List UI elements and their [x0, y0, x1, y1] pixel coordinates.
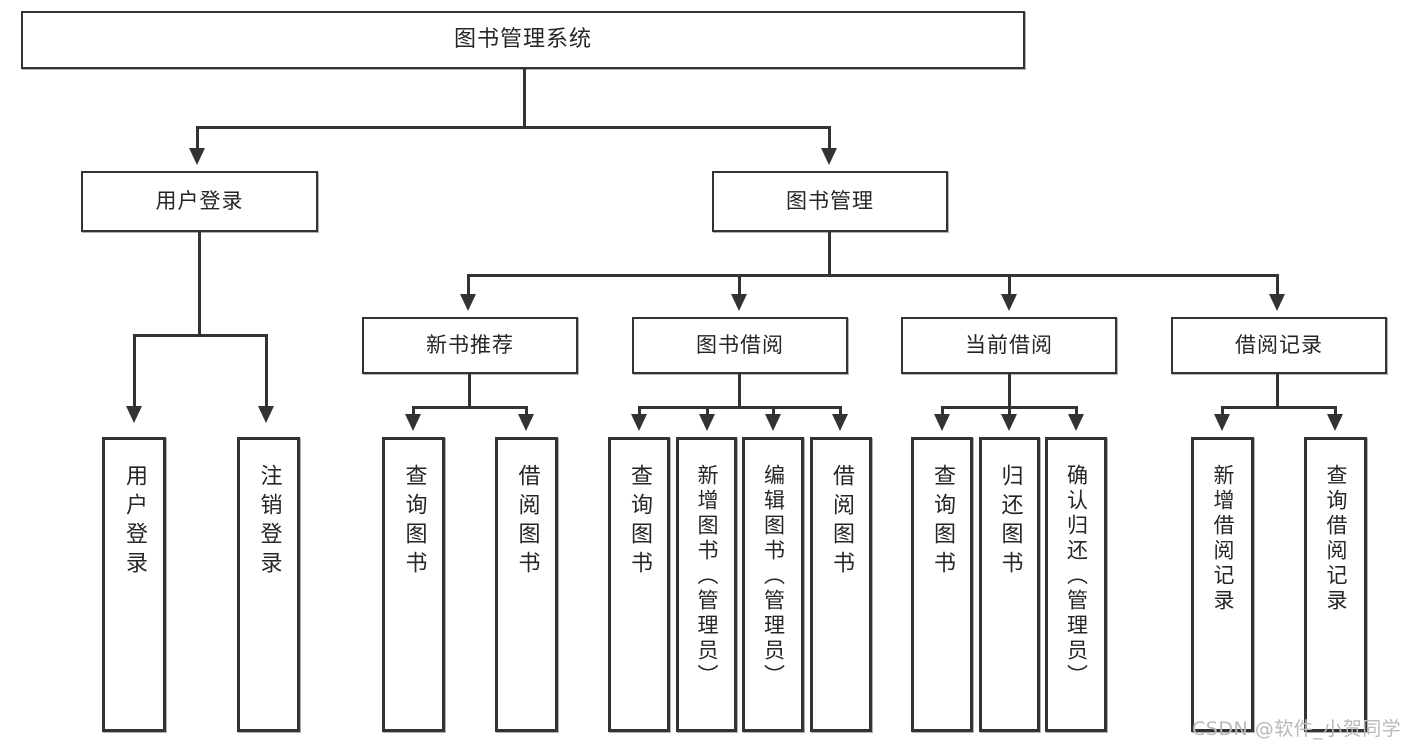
arrowhead-borrow-record — [1269, 294, 1285, 311]
arrowhead-br-add-record — [1214, 414, 1230, 431]
connector-cb-to-leaf-1 — [941, 406, 944, 418]
node-leaf-cb-query-book[interactable]: 查询图书 — [911, 437, 973, 732]
node-leaf-br-add-record[interactable]: 新增借阅记录 — [1191, 437, 1254, 732]
node-label: 查询图书 — [401, 464, 427, 580]
connector-bm-to-borrow-record — [1276, 274, 1279, 296]
node-leaf-logout[interactable]: 注销登录 — [237, 437, 300, 732]
node-current-borrow[interactable]: 当前借阅 — [901, 317, 1117, 374]
arrowhead-bb-query-book — [631, 414, 647, 431]
node-label: 新增借阅记录 — [1211, 464, 1235, 614]
node-leaf-nbr-query-book[interactable]: 查询图书 — [382, 437, 445, 732]
node-label: 编辑图书（管理员） — [761, 464, 786, 689]
node-label: 借阅记录 — [1235, 333, 1323, 358]
node-label: 图书管理 — [786, 189, 874, 214]
node-new-book-recommend[interactable]: 新书推荐 — [362, 317, 578, 374]
connector-bm-to-book-borrow — [738, 274, 741, 296]
node-leaf-cb-confirm-return[interactable]: 确认归还（管理员） — [1045, 437, 1107, 732]
arrowhead-current-borrow — [1001, 294, 1017, 311]
connector-root-stem — [523, 69, 526, 128]
node-user-login[interactable]: 用户登录 — [81, 171, 318, 232]
connector-cb-to-leaf-3 — [1075, 406, 1078, 418]
connector-bb-stem — [738, 374, 741, 408]
connector-br-to-leaf-1 — [1221, 406, 1224, 418]
connector-bb-bus — [638, 406, 842, 409]
node-label: 图书管理系统 — [453, 27, 592, 53]
node-leaf-bb-query-book[interactable]: 查询图书 — [608, 437, 670, 732]
node-label: 新增图书（管理员） — [695, 464, 719, 689]
connector-br-to-leaf-2 — [1334, 406, 1337, 418]
node-label: 确认归还（管理员） — [1064, 464, 1089, 689]
connector-bm-to-new-book — [467, 274, 470, 296]
connector-cb-to-leaf-2 — [1008, 406, 1011, 418]
arrowhead-cb-return-book — [1001, 414, 1017, 431]
node-label: 借阅图书 — [514, 464, 540, 580]
connector-user-login-to-leaf-2 — [265, 334, 268, 408]
node-label: 用户登录 — [155, 189, 244, 214]
node-leaf-cb-return-book[interactable]: 归还图书 — [979, 437, 1040, 732]
arrowhead-book-management — [821, 148, 837, 165]
node-label: 查询借阅记录 — [1324, 464, 1348, 614]
connector-nbr-to-leaf-1 — [412, 406, 415, 418]
node-label: 新书推荐 — [426, 333, 514, 358]
arrowhead-book-borrow — [731, 294, 747, 311]
arrowhead-nbr-borrow-book — [518, 414, 534, 431]
connector-root-to-book-management — [828, 126, 831, 150]
arrowhead-cb-confirm-return — [1068, 414, 1084, 431]
connector-bb-to-leaf-1 — [638, 406, 641, 418]
node-label: 用户登录 — [122, 464, 147, 580]
node-label: 借阅图书 — [829, 464, 854, 580]
connector-nbr-stem — [468, 374, 471, 408]
connector-book-management-bus — [467, 274, 1279, 277]
node-root-book-management-system[interactable]: 图书管理系统 — [21, 11, 1025, 69]
arrowhead-bb-edit-book — [765, 414, 781, 431]
connector-root-bus — [196, 126, 830, 129]
node-leaf-br-query-record[interactable]: 查询借阅记录 — [1304, 437, 1367, 732]
node-label: 查询图书 — [930, 464, 955, 580]
node-leaf-bb-borrow-book[interactable]: 借阅图书 — [810, 437, 872, 732]
connector-root-to-user-login — [196, 126, 199, 150]
connector-bb-to-leaf-2 — [706, 406, 709, 418]
arrowhead-leaf-user-login — [126, 406, 142, 423]
connector-book-management-stem — [828, 232, 831, 276]
connector-br-bus — [1221, 406, 1337, 409]
arrowhead-leaf-logout — [258, 406, 274, 423]
connector-bm-to-current-borrow — [1008, 274, 1011, 296]
node-label: 注销登录 — [256, 464, 282, 580]
connector-cb-stem — [1008, 374, 1011, 408]
arrowhead-br-query-record — [1327, 414, 1343, 431]
node-leaf-user-login[interactable]: 用户登录 — [102, 437, 166, 732]
node-label: 图书借阅 — [696, 333, 784, 358]
arrowhead-user-login — [189, 148, 205, 165]
node-leaf-nbr-borrow-book[interactable]: 借阅图书 — [495, 437, 558, 732]
node-leaf-bb-edit-book[interactable]: 编辑图书（管理员） — [742, 437, 804, 732]
node-label: 查询图书 — [627, 464, 652, 580]
arrowhead-nbr-query-book — [405, 414, 421, 431]
node-label: 归还图书 — [997, 464, 1023, 580]
connector-user-login-stem — [198, 232, 201, 336]
node-leaf-bb-add-book[interactable]: 新增图书（管理员） — [676, 437, 737, 732]
node-book-borrow[interactable]: 图书借阅 — [632, 317, 848, 374]
arrowhead-cb-query-book — [934, 414, 950, 431]
arrowhead-bb-borrow-book — [832, 414, 848, 431]
connector-bb-to-leaf-3 — [772, 406, 775, 418]
arrowhead-new-book-recommend — [460, 294, 476, 311]
arrowhead-bb-add-book — [699, 414, 715, 431]
connector-user-login-bus — [133, 334, 268, 337]
connector-nbr-to-leaf-2 — [525, 406, 528, 418]
connector-bb-to-leaf-4 — [839, 406, 842, 418]
node-borrow-record[interactable]: 借阅记录 — [1171, 317, 1387, 374]
node-book-management[interactable]: 图书管理 — [712, 171, 948, 232]
connector-nbr-bus — [412, 406, 528, 409]
node-label: 当前借阅 — [965, 333, 1053, 358]
connector-br-stem — [1276, 374, 1279, 408]
connector-user-login-to-leaf-1 — [133, 334, 136, 408]
